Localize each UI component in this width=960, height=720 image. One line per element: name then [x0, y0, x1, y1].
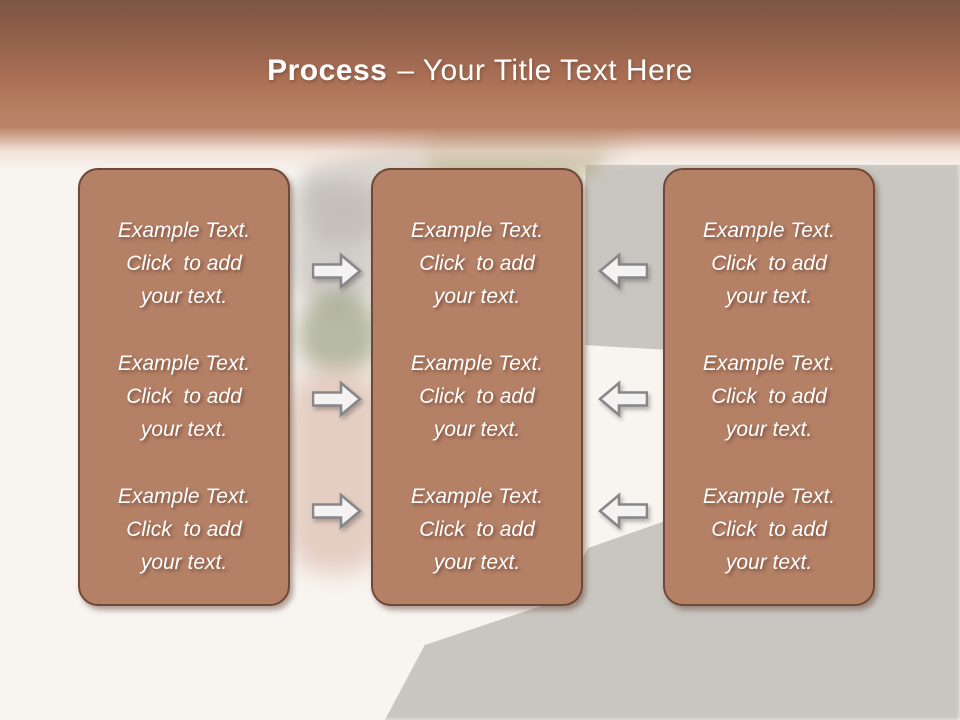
- text-placeholder[interactable]: Example Text. Click to add your text.: [80, 214, 288, 313]
- text-placeholder[interactable]: Example Text. Click to add your text.: [665, 347, 873, 446]
- placeholder-line: Click to add: [126, 385, 242, 408]
- title-emphasis: Process: [267, 54, 388, 87]
- placeholder-line: Click to add: [126, 518, 242, 541]
- placeholder-line: your text.: [725, 285, 813, 308]
- right-arrow-icon: [312, 380, 362, 418]
- placeholder-line: Example Text.: [117, 219, 251, 242]
- placeholder-line: your text.: [140, 551, 228, 574]
- slide-title: Process – Your Title Text Here: [0, 54, 960, 88]
- text-placeholder[interactable]: Example Text. Click to add your text.: [665, 480, 873, 579]
- text-placeholder[interactable]: Example Text. Click to add your text.: [373, 347, 581, 446]
- placeholder-line: your text.: [725, 418, 813, 441]
- placeholder-line: Click to add: [711, 385, 827, 408]
- placeholder-line: Click to add: [419, 385, 535, 408]
- placeholder-line: Click to add: [711, 252, 827, 275]
- header-band: [0, 0, 960, 172]
- placeholder-line: your text.: [140, 418, 228, 441]
- placeholder-line: your text.: [433, 285, 521, 308]
- placeholder-line: Click to add: [419, 518, 535, 541]
- placeholder-line: your text.: [433, 418, 521, 441]
- left-arrow-icon: [598, 252, 648, 290]
- right-arrow-icon: [312, 492, 362, 530]
- placeholder-line: your text.: [433, 551, 521, 574]
- placeholder-line: Example Text.: [410, 219, 544, 242]
- placeholder-line: Click to add: [126, 252, 242, 275]
- process-box-left[interactable]: Example Text. Click to add your text. Ex…: [78, 168, 290, 606]
- right-arrow-icon: [312, 252, 362, 290]
- title-rest: – Your Title Text Here: [397, 54, 693, 87]
- placeholder-line: Example Text.: [117, 485, 251, 508]
- placeholder-line: Example Text.: [702, 485, 836, 508]
- process-box-middle[interactable]: Example Text. Click to add your text. Ex…: [371, 168, 583, 606]
- placeholder-line: Example Text.: [410, 485, 544, 508]
- text-placeholder[interactable]: Example Text. Click to add your text.: [80, 480, 288, 579]
- left-arrow-icon: [598, 492, 648, 530]
- process-box-right[interactable]: Example Text. Click to add your text. Ex…: [663, 168, 875, 606]
- left-arrow-icon: [598, 380, 648, 418]
- placeholder-line: Example Text.: [117, 352, 251, 375]
- text-placeholder[interactable]: Example Text. Click to add your text.: [373, 214, 581, 313]
- placeholder-line: Example Text.: [410, 352, 544, 375]
- photo-plant-moss: [298, 292, 378, 377]
- text-placeholder[interactable]: Example Text. Click to add your text.: [80, 347, 288, 446]
- text-placeholder[interactable]: Example Text. Click to add your text.: [373, 480, 581, 579]
- placeholder-line: Click to add: [711, 518, 827, 541]
- photo-gray-patch: [293, 180, 378, 305]
- text-placeholder[interactable]: Example Text. Click to add your text.: [665, 214, 873, 313]
- placeholder-line: Example Text.: [702, 219, 836, 242]
- placeholder-line: your text.: [140, 285, 228, 308]
- placeholder-line: Click to add: [419, 252, 535, 275]
- placeholder-line: Example Text.: [702, 352, 836, 375]
- placeholder-line: your text.: [725, 551, 813, 574]
